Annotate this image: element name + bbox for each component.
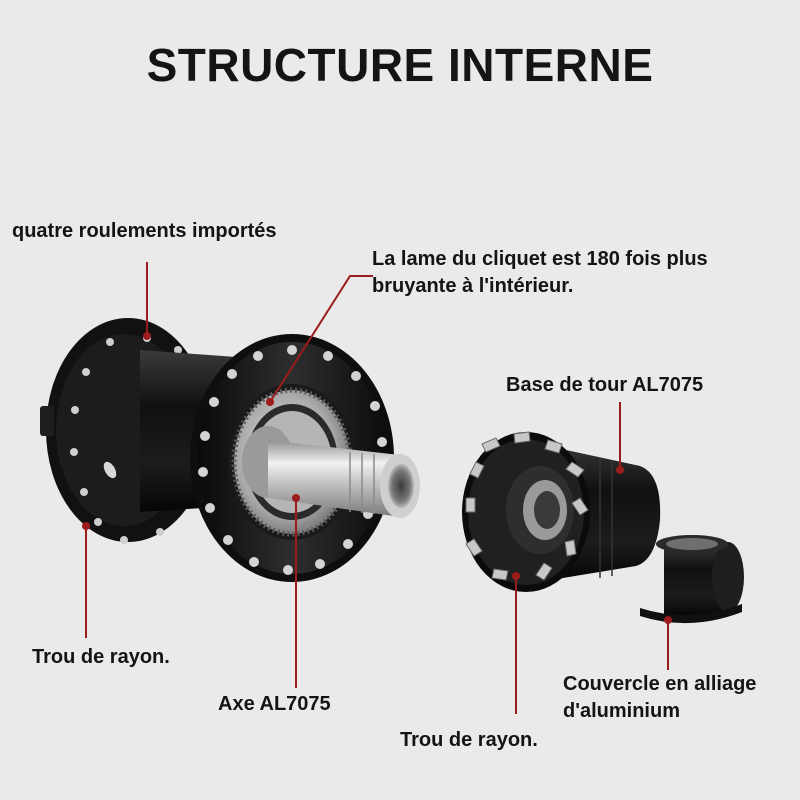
hub-shell bbox=[40, 318, 420, 582]
page-title: STRUCTURE INTERNE bbox=[146, 39, 654, 91]
label-pawl-line2: bruyante à l'intérieur. bbox=[372, 275, 574, 297]
label-axle: Axe AL7075 bbox=[218, 693, 331, 715]
label-spoke-hole-right: Trou de rayon. bbox=[400, 729, 538, 751]
label-bearings: quatre roulements importés bbox=[12, 220, 277, 242]
label-cover-line2: d'aluminium bbox=[563, 700, 680, 722]
label-cover-line1: Couvercle en alliage bbox=[563, 673, 757, 695]
leader-lines bbox=[82, 262, 672, 714]
axle bbox=[242, 426, 420, 518]
aluminium-cover bbox=[640, 535, 744, 624]
pawls bbox=[465, 431, 589, 581]
freehub-body bbox=[462, 431, 661, 592]
label-spoke-hole-left: Trou de rayon. bbox=[32, 646, 170, 668]
label-tower-base: Base de tour AL7075 bbox=[506, 374, 704, 396]
label-pawl-line1: La lame du cliquet est 180 fois plus bbox=[372, 248, 708, 270]
